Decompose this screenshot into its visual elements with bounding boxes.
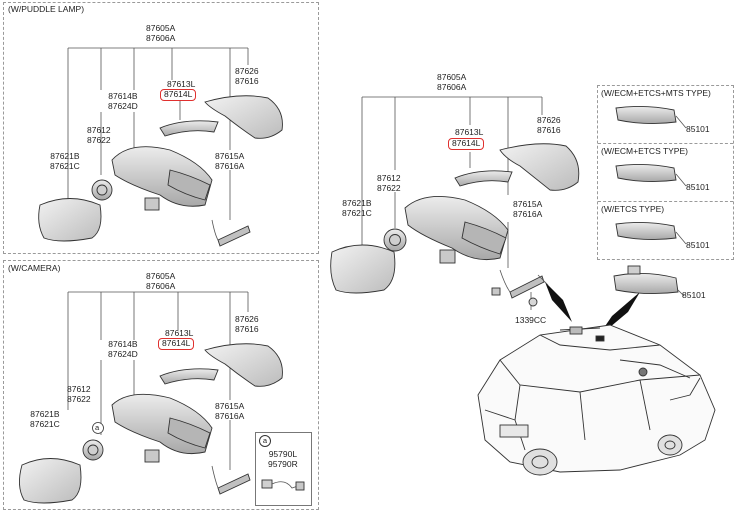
main-mirror-glass [330, 244, 396, 294]
inner-mirror-part-3: 85101 [686, 240, 710, 250]
inner-mirror-2 [615, 163, 687, 187]
puddle-label-87614-highlighted: 87614L [160, 89, 197, 101]
camera-mirror-housing [111, 393, 213, 463]
camera-actuator [82, 439, 104, 461]
main-actuator [383, 228, 407, 252]
camera-callout-circle [92, 422, 104, 434]
camera-lamp-strip [211, 465, 251, 495]
vehicle-suv [477, 324, 716, 476]
main-lamp-strip [491, 269, 545, 299]
inner-mirror-main-part: 85101 [682, 290, 706, 300]
camera-label-87614-highlighted: 87614L [158, 338, 195, 350]
main-mirror-housing [404, 195, 509, 264]
puddle-label-87613: 87613L [167, 79, 196, 89]
camera-side-lamp [159, 368, 219, 385]
main-screw [528, 297, 538, 307]
puddle-actuator [91, 179, 113, 201]
inner-mirror-part-2: 85101 [686, 182, 710, 192]
inner-mirror-caption-2: (W/ECM+ETCS TYPE) [601, 146, 688, 156]
camera-caption: (W/CAMERA) [8, 263, 61, 273]
camera-mirror-glass [19, 458, 82, 504]
camera-callout-letter: a [95, 423, 100, 432]
puddle-side-lamp [159, 120, 219, 137]
puddle-lamp-box [3, 2, 319, 254]
main-label-87613: 87613L [455, 127, 484, 137]
inner-mirror-divider-2 [598, 201, 733, 202]
puddle-scalp-cover [204, 95, 283, 139]
inner-mirror-caption-3: (W/ETCS TYPE) [601, 204, 665, 214]
main-label-87614-highlighted: 87614L [448, 138, 485, 150]
camera-inset-callout: a [259, 435, 271, 447]
inner-mirror-main [613, 265, 685, 297]
pointer-to-mirror [537, 274, 572, 322]
camera-scalp-cover [204, 343, 283, 387]
main-side-lamp [454, 170, 513, 187]
camera-box [3, 260, 319, 510]
inner-mirror-1 [615, 105, 687, 129]
main-label-1339cc: 1339CC [515, 315, 547, 325]
inner-mirror-3 [615, 221, 687, 245]
inner-mirror-part-1: 85101 [686, 124, 710, 134]
main-scalp-cover [499, 143, 580, 191]
inner-mirror-caption-1: (W/ECM+ETCS+MTS TYPE) [601, 88, 711, 98]
camera-inset-part [261, 479, 305, 491]
inner-mirror-divider-1 [598, 143, 733, 144]
puddle-lamp-strip [211, 219, 251, 247]
inner-mirror-box [597, 85, 734, 260]
camera-label-87613: 87613L [165, 328, 194, 338]
puddle-caption: (W/PUDDLE LAMP) [8, 4, 85, 14]
puddle-mirror-housing [111, 146, 213, 211]
camera-inset-box [255, 432, 312, 506]
puddle-mirror-glass [38, 198, 102, 242]
